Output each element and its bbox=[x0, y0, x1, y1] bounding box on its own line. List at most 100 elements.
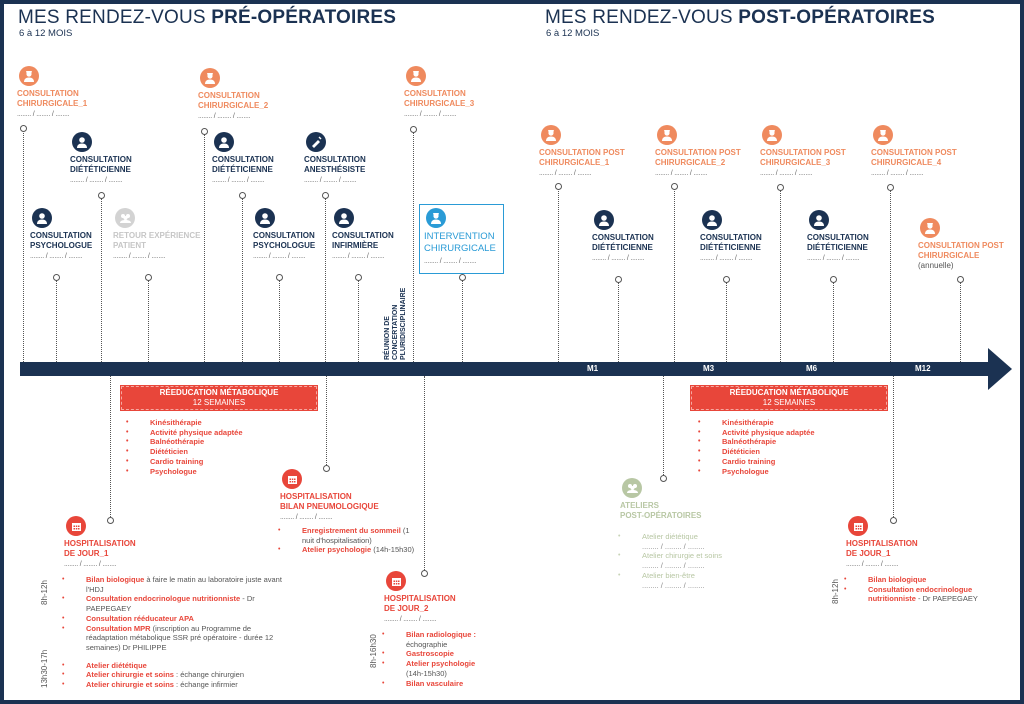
timeline-node[interactable] bbox=[321, 191, 329, 199]
timeline-node[interactable] bbox=[614, 275, 622, 283]
consultation-post-chirurgicale-2-label: CONSULTATION POST bbox=[655, 148, 741, 157]
reeducation-item: Balnéothérapie bbox=[124, 437, 243, 447]
timeline-node[interactable] bbox=[409, 125, 417, 133]
reeducation-title: RÉEDUCATION MÉTABOLIQUE bbox=[159, 388, 279, 397]
timeline-node[interactable] bbox=[659, 474, 667, 482]
timeline-node[interactable] bbox=[238, 191, 246, 199]
date-field[interactable]: ........ / ........ / ........ bbox=[212, 177, 265, 184]
calendar-icon bbox=[282, 469, 302, 489]
item-highlight: Atelier chirurgie et soins bbox=[86, 670, 174, 680]
timeline-node[interactable] bbox=[776, 183, 784, 191]
date-field[interactable]: ........ / ........ / ........ bbox=[113, 253, 166, 260]
date-field[interactable]: ........ / ........ / ........ bbox=[404, 111, 457, 118]
consultation-psychologue-1-label: PSYCHOLOGUE bbox=[30, 241, 93, 250]
reeducation-metabolique-post: RÉEDUCATION MÉTABOLIQUE 12 SEMAINES bbox=[690, 385, 888, 411]
timeline-node[interactable] bbox=[670, 182, 678, 190]
timeline-node[interactable] bbox=[200, 127, 208, 135]
date-field[interactable]: ........ / ........ / ........ bbox=[304, 177, 357, 184]
dotted-connector bbox=[833, 282, 834, 362]
timeline-node[interactable] bbox=[554, 182, 562, 190]
consultation-chirurgicale-1-label: CHIRURGICALE_1 bbox=[17, 99, 88, 108]
dotted-connector bbox=[618, 282, 619, 362]
timeline-node[interactable] bbox=[889, 516, 897, 524]
timeline-node[interactable] bbox=[956, 275, 964, 283]
timeline-node[interactable] bbox=[97, 191, 105, 199]
date-field[interactable]: ........ / ........ / ........ bbox=[592, 255, 645, 262]
timeline-node[interactable] bbox=[144, 273, 152, 281]
date-field[interactable]: ........ / ........ / ........ bbox=[846, 561, 899, 568]
date-field[interactable]: ........ / ........ / ........ bbox=[253, 253, 306, 260]
date-field[interactable]: ........ / ........ / ........ bbox=[64, 561, 117, 568]
timeline-node[interactable] bbox=[829, 275, 837, 283]
consultation-dieteticienne-post-3-label: DIÉTÉTICIENNE bbox=[807, 243, 868, 252]
date-field[interactable]: ........ / ........ / ........ bbox=[424, 258, 477, 265]
timeline-bar bbox=[20, 362, 992, 376]
item-highlight: Bilan radiologique : bbox=[406, 630, 477, 639]
dotted-connector bbox=[204, 134, 205, 362]
timeline-node[interactable] bbox=[354, 273, 362, 281]
date-field[interactable]: ........ / ........ / ........ bbox=[807, 255, 860, 262]
date-field[interactable]: ........ / ........ / ........ bbox=[280, 514, 333, 521]
timeline-node[interactable] bbox=[275, 273, 283, 281]
dotted-connector bbox=[558, 189, 559, 362]
date-field[interactable]: ........ / ........ / ........ bbox=[384, 616, 437, 623]
list-item: Atelier psychologie (14h-15h30) bbox=[276, 545, 416, 555]
timeline-node[interactable] bbox=[106, 516, 114, 524]
surgeon-icon bbox=[873, 125, 893, 145]
consultation-dieteticienne-post-1-label: CONSULTATION bbox=[592, 233, 654, 242]
date-field[interactable]: ........ / ........ / ........ bbox=[700, 255, 753, 262]
timeline-node[interactable] bbox=[722, 275, 730, 283]
item-detail: échographie bbox=[406, 639, 448, 649]
date-field[interactable]: ........ / ........ / ........ bbox=[70, 177, 123, 184]
timeline-node[interactable] bbox=[458, 273, 466, 281]
timeline-node[interactable] bbox=[886, 183, 894, 191]
date-field[interactable]: ........ / ........ / ........ bbox=[17, 111, 70, 118]
hospitalisation-bilan-pneumologique-list: Enregistrement du sommeil (1 nuit d'hosp… bbox=[276, 526, 416, 555]
item-highlight: Consultation rééducateur APA bbox=[86, 613, 194, 623]
title-bold: PRÉ-OPÉRATOIRES bbox=[211, 7, 397, 28]
date-field[interactable]: ........ / ........ / ........ bbox=[198, 113, 251, 120]
timeline-node[interactable] bbox=[322, 464, 330, 472]
item-highlight: Consultation MPR bbox=[86, 623, 151, 633]
item-highlight: Consultation endocrinologue nutritionnis… bbox=[86, 594, 241, 604]
date-field[interactable]: ........ / ........ / ........ bbox=[332, 253, 385, 260]
timeline-node[interactable] bbox=[52, 273, 60, 281]
date-field[interactable]: ........ / ........ / ........ bbox=[871, 170, 924, 177]
item-highlight: Enregistrement du sommeil bbox=[302, 526, 401, 535]
timeline-node[interactable] bbox=[420, 569, 428, 577]
item-detail: : échange infirmier bbox=[173, 680, 238, 690]
dotted-connector bbox=[674, 189, 675, 362]
date-field[interactable]: ........ / ........ / ........ bbox=[539, 170, 592, 177]
date-field[interactable]: ........ / ........ / ........ bbox=[655, 170, 708, 177]
rcp-line: PLURIDISCIPLINAIRE bbox=[400, 287, 407, 360]
item-highlight: Consultation endocrinologue nutritionnis… bbox=[868, 584, 973, 604]
date-field[interactable]: ........ / ........ / ........ bbox=[760, 170, 813, 177]
item-detail: Atelier bien-être bbox=[642, 570, 695, 580]
timeline-node[interactable] bbox=[19, 124, 27, 132]
date-field[interactable]: ........ / ........ / ........ bbox=[30, 253, 83, 260]
